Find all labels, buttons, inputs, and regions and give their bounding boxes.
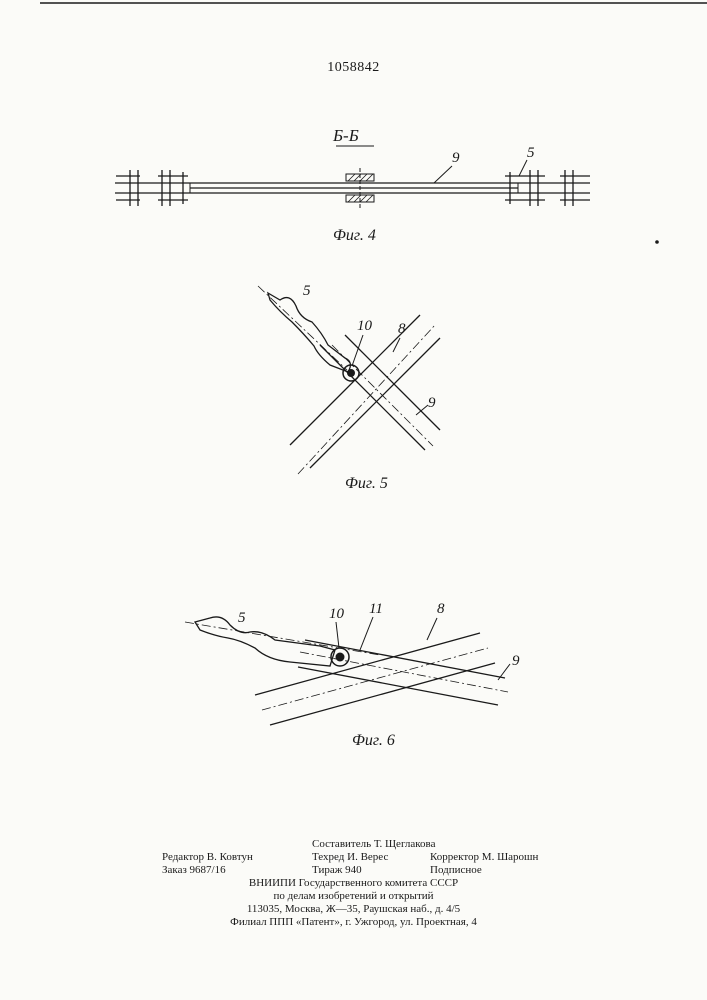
- imprint-org-sub: по делам изобретений и открытий: [0, 890, 707, 903]
- fig6-label-5: 5: [238, 610, 246, 626]
- imprint-order: Заказ 9687/16: [162, 864, 226, 877]
- imprint-publisher: ВНИИПИ Государственного комитета СССР по…: [0, 877, 707, 929]
- fig4-caption: Фиг. 4: [333, 227, 376, 244]
- imprint-editor: Редактор В. Ковтун: [162, 851, 253, 864]
- fig5-label-5: 5: [303, 283, 311, 299]
- imprint-subscription: Подписное: [430, 864, 482, 877]
- figure-5: 5 10 8 9 Фиг. 5: [258, 283, 440, 492]
- imprint-address: 113035, Москва, Ж—35, Раушская наб., д. …: [0, 903, 707, 916]
- fig5-caption: Фиг. 5: [345, 475, 388, 492]
- fig6-label-10: 10: [329, 606, 345, 622]
- figure-6: 5 10 11 8 9 Фиг. 6: [185, 601, 520, 749]
- fig4-label-9: 9: [452, 150, 460, 166]
- fig5-label-10: 10: [357, 318, 373, 334]
- imprint-corrector: Корректор М. Шарошн: [430, 851, 538, 864]
- fig6-caption: Фиг. 6: [352, 732, 395, 749]
- fig6-label-8: 8: [437, 601, 445, 617]
- fig4-section-label: Б-Б: [332, 126, 359, 145]
- imprint-org: ВНИИПИ Государственного комитета СССР: [0, 877, 707, 890]
- imprint-compiler: Составитель Т. Щеглакова: [312, 838, 435, 851]
- fig4-label-5: 5: [527, 145, 535, 161]
- fig5-label-9: 9: [428, 395, 436, 411]
- figure-4: Б-Б: [115, 126, 590, 244]
- imprint-circulation: Тираж 940: [312, 864, 362, 877]
- imprint-branch: Филиал ППП «Патент», г. Ужгород, ул. Про…: [0, 916, 707, 929]
- fig6-label-9: 9: [512, 653, 520, 669]
- fig6-label-11: 11: [369, 601, 383, 617]
- imprint-techred: Техред И. Верес: [312, 851, 388, 864]
- fig5-label-8: 8: [398, 321, 406, 337]
